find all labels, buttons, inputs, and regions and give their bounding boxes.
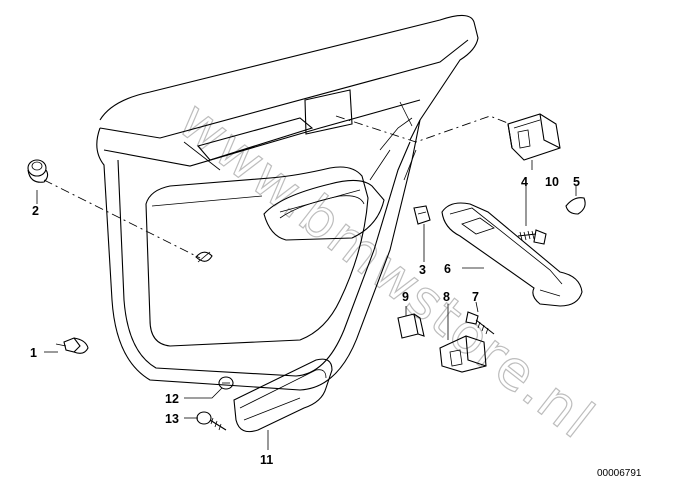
screw-part-7 xyxy=(465,311,495,335)
callout-4: 4 xyxy=(521,175,528,189)
callout-7: 7 xyxy=(472,290,479,304)
callout-9: 9 xyxy=(402,290,409,304)
clip-part-12 xyxy=(218,376,234,390)
callout-6: 6 xyxy=(444,262,451,276)
door-trim-panel xyxy=(96,14,479,391)
bracket-part-8 xyxy=(439,335,487,373)
callout-leaders xyxy=(36,160,577,450)
callout-12: 12 xyxy=(165,392,179,406)
callout-5: 5 xyxy=(573,175,580,189)
cap-part-9 xyxy=(397,313,425,339)
pull-handle-part-6 xyxy=(441,202,583,307)
switch-housing-part-10 xyxy=(507,113,561,161)
dashed-leaders xyxy=(43,115,511,259)
cover-cap-part-5 xyxy=(565,197,586,215)
screw-part-1 xyxy=(55,337,89,354)
callout-3: 3 xyxy=(419,263,426,277)
watermark-text: www.bmwstore.nl xyxy=(167,89,607,452)
grommet-part-2 xyxy=(27,159,49,183)
document-number: 00006791 xyxy=(597,468,642,479)
lower-handle-part-11 xyxy=(233,358,333,433)
callout-10: 10 xyxy=(545,175,559,189)
callout-2: 2 xyxy=(32,204,39,218)
callout-13: 13 xyxy=(165,412,179,426)
callout-1: 1 xyxy=(30,346,37,360)
clip-nut-part-3 xyxy=(413,205,431,225)
callout-11: 11 xyxy=(260,453,273,467)
screw-part-13 xyxy=(196,411,227,431)
bolt-part-4 xyxy=(517,229,547,245)
callout-8: 8 xyxy=(443,290,450,304)
